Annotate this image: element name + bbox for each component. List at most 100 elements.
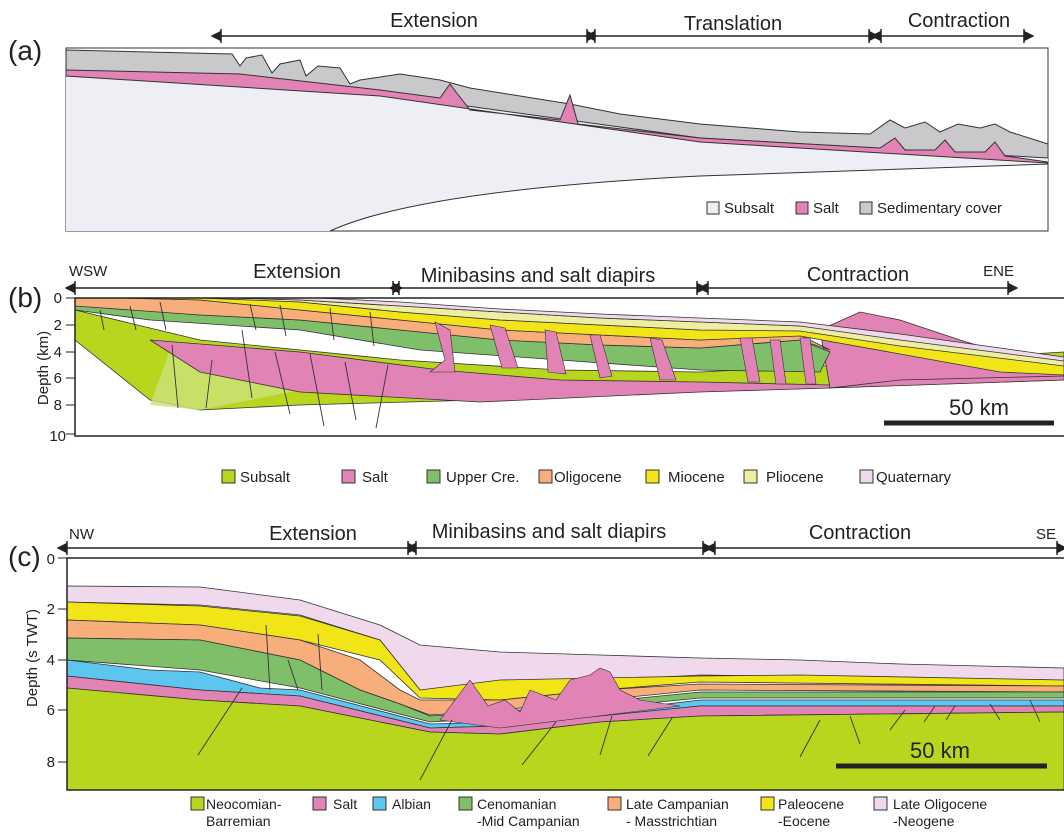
panel-b: (b) WSW ENE Extension Minibasins and sal… — [8, 261, 1064, 486]
panel-b-zone-extension: Extension — [64, 261, 404, 295]
direction-left: NW — [69, 526, 95, 543]
zone-label: Translation — [684, 13, 782, 35]
zone-label: Contraction — [908, 10, 1010, 32]
legend-label: Salt — [333, 796, 357, 812]
tick-label: 10 — [49, 428, 66, 445]
salt-diapir — [649, 337, 677, 381]
panel-c-zone-contraction: Contraction — [704, 522, 1064, 555]
tick-label: 0 — [47, 551, 55, 568]
salt-diapir — [429, 321, 456, 373]
neogene-layer — [67, 585, 1064, 691]
scale-bar: 50 km — [884, 395, 1054, 426]
legend-swatch — [795, 201, 809, 215]
legend-swatch — [458, 796, 473, 811]
panel-b-zone-minibasins: Minibasins and salt diapirs — [388, 265, 708, 295]
tick-label: 8 — [54, 397, 62, 414]
twt-axis: 0 2 4 6 8 — [47, 551, 67, 771]
salt-diapir — [739, 337, 761, 383]
panel-a-legend: Subsalt Salt Sedimentary cover — [706, 200, 1002, 217]
tick-label: 4 — [47, 652, 55, 669]
legend-swatch — [341, 469, 356, 484]
cenomanian-layer — [67, 637, 1064, 723]
direction-right: SE — [1036, 526, 1056, 543]
panel-c-label: (c) — [8, 541, 41, 572]
legend-swatch — [743, 469, 758, 484]
tick-label: 8 — [47, 754, 55, 771]
scale-label: 50 km — [949, 395, 1009, 420]
zone-label: Minibasins and salt diapirs — [421, 265, 656, 287]
tick-label: 6 — [47, 702, 55, 719]
legend-swatch — [426, 469, 441, 484]
panel-c-zone-minibasins: Minibasins and salt diapirs — [405, 521, 714, 555]
salt-layer — [65, 69, 1049, 164]
zone-label: Contraction — [809, 522, 911, 544]
axis-title: Depth (km) — [35, 331, 52, 405]
panel-a-label: (a) — [8, 35, 42, 66]
tick-label: 6 — [54, 370, 62, 387]
panel-b-frame — [74, 297, 1064, 437]
legend-swatch — [873, 796, 888, 811]
legend-label: Subsalt — [240, 469, 291, 486]
legend-swatch — [645, 469, 660, 484]
tick-label: 0 — [54, 290, 62, 307]
sedimentary-cover — [65, 49, 1049, 159]
legend-swatch — [538, 469, 553, 484]
legend-label: Pliocene — [766, 469, 824, 486]
faults — [197, 624, 1041, 781]
legend-label: Salt — [813, 200, 840, 217]
panel-a-zone-extension: Extension — [210, 10, 598, 43]
legend-label: Salt — [362, 469, 389, 486]
axis-title: Depth (s TWT) — [24, 609, 41, 707]
panel-b-zone-contraction: Contraction — [697, 264, 1019, 295]
legend-label: Barremian — [206, 813, 271, 829]
zone-label: Contraction — [807, 264, 909, 286]
scale-bar: 50 km — [836, 738, 1047, 769]
legend-swatch — [312, 796, 327, 811]
panel-b-legend: Subsalt Salt Upper Cre. Oligocene Miocen… — [221, 469, 952, 486]
salt-diapir — [489, 324, 519, 369]
tick-label: 2 — [47, 601, 55, 618]
scale-label: 50 km — [910, 738, 970, 763]
salt-diapir — [544, 329, 567, 375]
legend-label: Neocomian- — [206, 796, 282, 812]
legend-label: -Neogene — [893, 813, 955, 829]
legend-label: Subsalt — [724, 200, 775, 217]
direction-left: WSW — [69, 263, 108, 280]
legend-swatch — [372, 796, 387, 811]
panel-a: (a) Extension Translation Contraction — [8, 10, 1049, 232]
legend-swatch — [760, 796, 775, 811]
tick-label: 2 — [54, 317, 62, 334]
zone-label: Extension — [253, 261, 341, 283]
legend-swatch — [190, 796, 205, 811]
panel-a-zone-contraction: Contraction — [870, 10, 1035, 43]
panel-b-label: (b) — [8, 282, 42, 313]
faults — [99, 301, 389, 429]
legend-label: Upper Cre. — [446, 469, 519, 486]
panel-a-zone-translation: Translation — [584, 13, 880, 43]
legend-label: Paleocene — [778, 796, 844, 812]
panel-c-section — [67, 585, 1064, 790]
paleocene-eocene-layer — [67, 601, 1064, 701]
legend-label: - Masstrichtian — [626, 813, 717, 829]
panel-c-zone-extension: Extension — [56, 523, 419, 555]
salt-diapir — [589, 334, 613, 379]
legend-label: Late Campanian — [626, 796, 729, 812]
direction-right: ENE — [983, 263, 1014, 280]
quaternary-layer — [219, 298, 1064, 362]
zone-label: Extension — [269, 523, 357, 545]
salt-diapir — [799, 337, 817, 385]
panel-b-section — [75, 298, 1064, 429]
salt-diapir — [439, 667, 681, 729]
legend-label: Cenomanian — [477, 796, 556, 812]
panel-c-frame — [66, 557, 1064, 791]
panel-c: (c) NW SE Extension Minibasins and salt … — [8, 521, 1064, 829]
legend-label: Late Oligocene — [893, 796, 987, 812]
legend-swatch — [607, 796, 622, 811]
legend-label: Quaternary — [876, 469, 952, 486]
depth-axis: 0 2 4 6 8 10 — [49, 290, 75, 445]
legend-label: -Eocene — [778, 813, 830, 829]
legend-swatch — [706, 201, 720, 215]
panel-c-legend: Neocomian- Barremian Salt Albian Cenoman… — [190, 796, 987, 829]
legend-label: Albian — [392, 796, 431, 812]
zone-label: Minibasins and salt diapirs — [432, 521, 667, 543]
